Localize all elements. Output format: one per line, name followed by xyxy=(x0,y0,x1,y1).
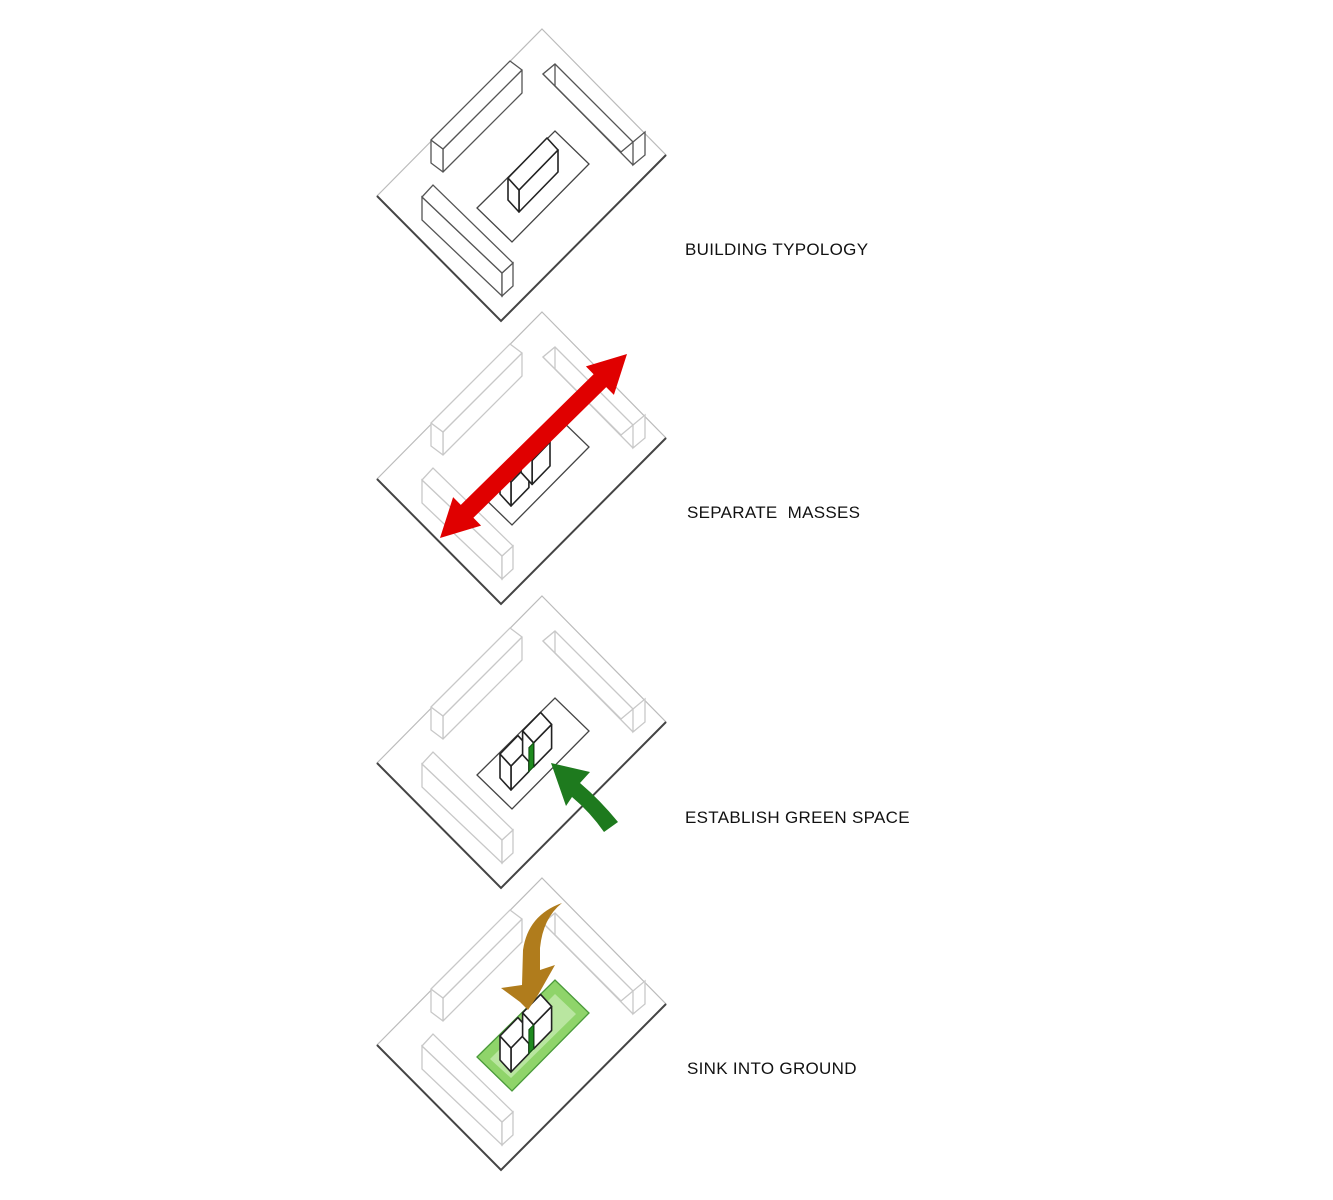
separate-arrow xyxy=(440,354,627,538)
building-bar-southwest-top xyxy=(421,1033,514,1123)
green-link xyxy=(528,1023,535,1055)
step-label-sink-into-ground: SINK INTO GROUND xyxy=(687,1059,857,1078)
step-label-establish-green-space: ESTABLISH GREEN SPACE xyxy=(685,808,910,827)
top-face xyxy=(430,60,523,150)
panel-1 xyxy=(376,28,667,323)
top-face xyxy=(430,627,523,717)
green-link xyxy=(528,741,535,773)
building-bar-northwest xyxy=(430,60,523,173)
building-bar-northeast-side xyxy=(554,631,634,733)
top-face xyxy=(521,993,553,1026)
building-bar-northwest xyxy=(430,627,523,740)
building-bar-northeast-end xyxy=(632,130,646,167)
red-double-arrow xyxy=(440,354,627,538)
building-bar-southwest-top xyxy=(421,184,514,274)
building-bar-northeast-side xyxy=(554,64,634,166)
top-face xyxy=(430,343,523,433)
step-label-separate-masses: SEPARATE MASSES xyxy=(687,503,861,522)
central-building xyxy=(507,137,559,213)
building-bar-northwest xyxy=(430,909,523,1022)
building-bar-northeast-end xyxy=(632,979,646,1016)
gold-sink-arrow xyxy=(501,903,562,1010)
building-bar-northwest xyxy=(430,343,523,456)
building-bar-northeast-side xyxy=(554,347,634,449)
site-base-edge xyxy=(376,721,667,890)
site-base-edge xyxy=(376,154,667,323)
top-face xyxy=(521,711,553,744)
building-bar-northeast-side xyxy=(554,913,634,1015)
step-label-building-typology: BUILDING TYPOLOGY xyxy=(685,240,869,259)
top-face xyxy=(507,137,559,191)
building-bar-southwest-top xyxy=(421,751,514,841)
building-bar-northeast-end xyxy=(632,697,646,734)
panel-4 xyxy=(376,877,667,1172)
site-base-edge xyxy=(376,1003,667,1172)
top-face xyxy=(430,909,523,999)
building-bar-northeast-end xyxy=(632,413,646,450)
panel-3 xyxy=(376,595,667,890)
green-curved-arrow xyxy=(551,763,618,832)
site-base-edge xyxy=(376,437,667,606)
